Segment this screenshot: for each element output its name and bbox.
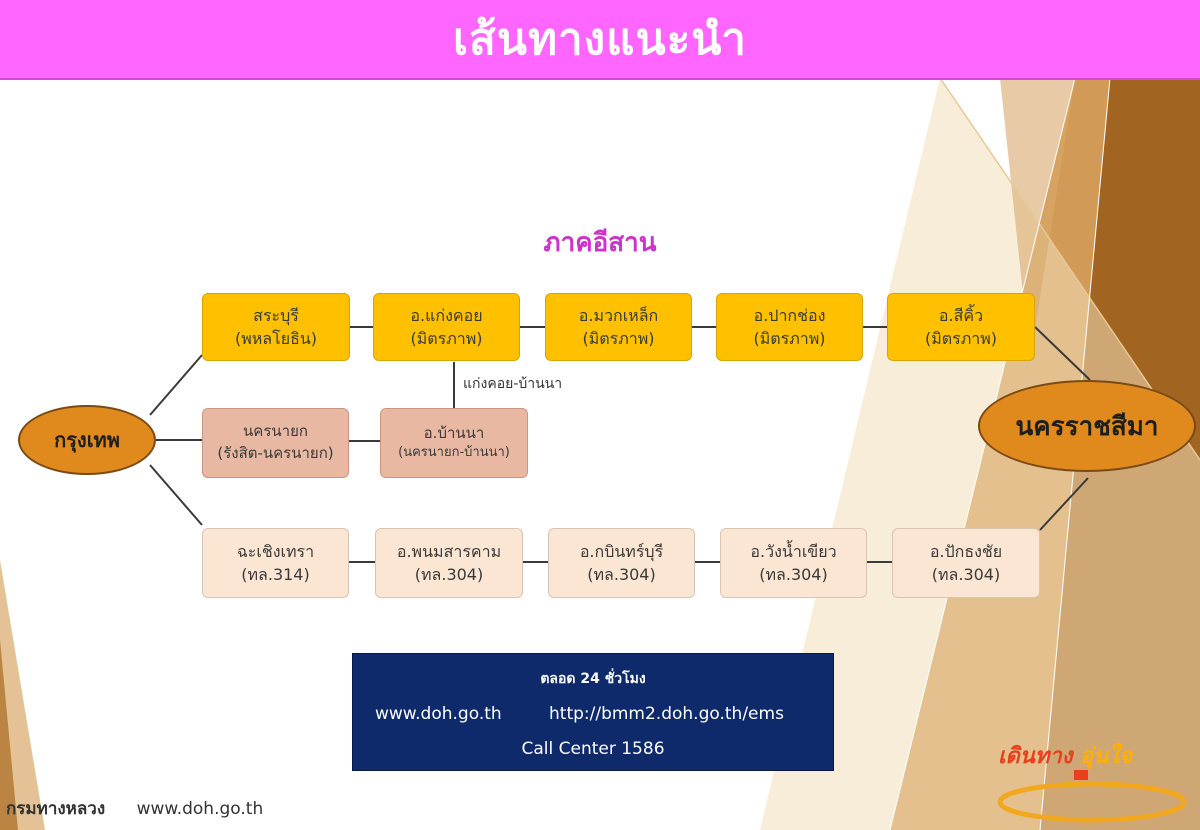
route-node-bottom-4: อ.วังน้ำเขียว (ทล.304): [720, 528, 867, 598]
logo-text: เดินทาง อุ่นใจ: [998, 738, 1132, 773]
node-road: (ทล.304): [414, 565, 484, 584]
route-node-top-4: อ.ปากช่อง (มิตรภาพ): [716, 293, 863, 361]
node-road: (มิตรภาพ): [410, 329, 483, 348]
page-title: เส้นทางแนะนำ: [452, 14, 748, 65]
logo-text-part2: อุ่นใจ: [1080, 744, 1133, 769]
node-title: อ.แก่งคอย: [410, 305, 483, 325]
branch-road-label: แก่งคอย-บ้านนา: [463, 376, 563, 392]
node-road: (รังสิต-นครนายก): [217, 444, 334, 462]
node-title: อ.สีคิ้ว: [938, 305, 984, 325]
region-subtitle: ภาคอีสาน: [543, 228, 657, 258]
node-title: อ.ปากช่อง: [753, 305, 826, 325]
logo-text-part1: เดินทาง: [998, 744, 1073, 769]
route-node-bottom-5: อ.ปักธงชัย (ทล.304): [892, 528, 1040, 598]
node-title: อ.วังน้ำเขียว: [750, 541, 837, 561]
node-title: ฉะเชิงเทรา: [236, 541, 315, 561]
footer: กรมทางหลวง www.doh.go.th: [6, 795, 263, 822]
node-title: นครนายก: [243, 422, 308, 441]
title-bar: เส้นทางแนะนำ: [0, 0, 1200, 80]
route-node-middle-1: นครนายก (รังสิต-นครนายก): [202, 408, 349, 478]
footer-website-link[interactable]: www.doh.go.th: [136, 799, 264, 819]
route-node-bottom-1: ฉะเชิงเทรา (ทล.314): [202, 528, 349, 598]
route-node-top-5: อ.สีคิ้ว (มิตรภาพ): [887, 293, 1035, 361]
node-title: อ.มวกเหล็ก: [578, 305, 659, 325]
department-name: กรมทางหลวง: [6, 799, 106, 819]
connector-bottom-end: [1039, 477, 1089, 531]
connector-top-end: [1034, 326, 1091, 381]
ems-website-link[interactable]: http://bmm2.doh.go.th/ems: [549, 704, 784, 724]
contact-website-link[interactable]: www.doh.go.th: [375, 704, 502, 724]
route-node-bottom-3: อ.กบินทร์บุรี (ทล.304): [548, 528, 695, 598]
node-road: (ทล.304): [759, 565, 828, 584]
route-node-bottom-2: อ.พนมสารคาม (ทล.304): [375, 528, 523, 598]
node-road: (มิตรภาพ): [924, 329, 998, 348]
connector-start-bottom: [149, 464, 203, 526]
node-road: (มิตรภาพ): [582, 329, 655, 348]
node-road: (มิตรภาพ): [753, 329, 826, 348]
start-node-bangkok: กรุงเทพ: [18, 405, 156, 475]
end-node-label: นครราชสีมา: [1015, 411, 1159, 442]
end-node-nakhon-ratchasima: นครราชสีมา: [978, 380, 1196, 472]
node-title: อ.บ้านนา: [423, 423, 485, 442]
call-center-number: Call Center 1586: [521, 739, 665, 759]
contact-info-box: ตลอด 24 ชั่วโมง www.doh.go.th http://bmm…: [352, 653, 834, 771]
route-node-top-1: สระบุรี (พหลโยธิน): [202, 293, 350, 361]
route-node-middle-2: อ.บ้านนา (นครนายก-บ้านนา): [380, 408, 528, 478]
campaign-logo: เดินทาง อุ่นใจ: [992, 730, 1192, 825]
service-hours: ตลอด 24 ชั่วโมง: [540, 671, 646, 687]
connector-start-top: [149, 354, 203, 416]
node-title: อ.กบินทร์บุรี: [579, 541, 664, 561]
node-title: อ.ปักธงชัย: [929, 541, 1003, 561]
node-title: สระบุรี: [253, 305, 299, 325]
node-road: (ทล.304): [587, 565, 656, 584]
node-road: (ทล.304): [931, 565, 1001, 584]
node-title: อ.พนมสารคาม: [396, 541, 502, 561]
node-road: (นครนายก-บ้านนา): [398, 445, 510, 461]
node-road: (ทล.314): [241, 565, 310, 584]
route-node-top-3: อ.มวกเหล็ก (มิตรภาพ): [545, 293, 692, 361]
node-road: (พหลโยธิน): [234, 329, 318, 348]
route-node-top-2: อ.แก่งคอย (มิตรภาพ): [373, 293, 520, 361]
start-node-label: กรุงเทพ: [54, 428, 120, 452]
